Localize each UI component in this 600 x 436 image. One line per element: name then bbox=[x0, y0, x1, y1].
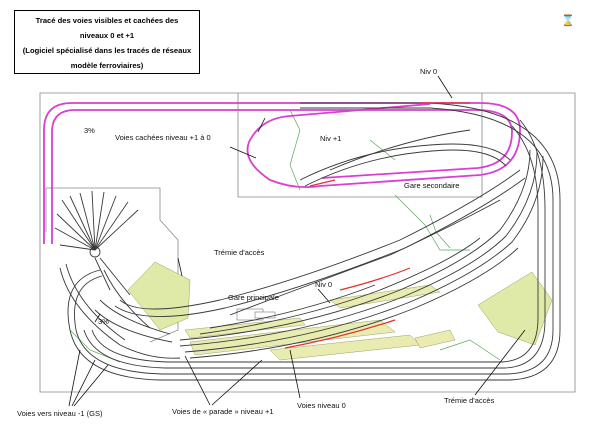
label-gare-secondaire: Gare secondaire bbox=[404, 181, 459, 190]
tremie-right-area bbox=[477, 271, 553, 346]
label-gare-principale: Gare principale bbox=[228, 293, 279, 302]
label-voies-niveau-moins1: Voies vers niveau -1 (GS) bbox=[17, 409, 103, 418]
title-line-1: Tracé des voies visibles et cachées des bbox=[35, 16, 179, 25]
annotation-arrows bbox=[68, 75, 526, 407]
station-platforms bbox=[184, 284, 456, 361]
label-tremie-right: Trémie d'accès bbox=[444, 396, 495, 405]
label-niv-plus1: Niv +1 bbox=[320, 134, 341, 143]
tremie-left-area bbox=[127, 261, 191, 331]
title-line-4: modèle ferroviaires) bbox=[70, 61, 144, 70]
label-niv0-mid: Niv 0 bbox=[315, 280, 332, 289]
label-voies-cachees: Voies cachées niveau +1 à 0 bbox=[115, 133, 211, 142]
label-voies-niveau0: Voies niveau 0 bbox=[297, 401, 346, 410]
label-niv0-top: Niv 0 bbox=[420, 67, 437, 76]
red-tracks bbox=[284, 102, 470, 349]
baseboard-outline bbox=[39, 92, 576, 393]
title-line-3: (Logiciel spécialisé dans les tracés de … bbox=[22, 46, 192, 55]
label-voies-parade: Voies de « parade » niveau +1 bbox=[172, 407, 274, 416]
title-box: Tracé des voies visibles et cachées des … bbox=[14, 10, 200, 74]
title-line-2: niveaux 0 et +1 bbox=[79, 31, 135, 40]
main-tracks bbox=[54, 102, 561, 381]
label-slope-top: 3% bbox=[84, 126, 95, 135]
hidden-tracks bbox=[43, 102, 521, 244]
label-slope-bottom: 3% bbox=[98, 317, 109, 326]
label-tremie-left: Trémie d'accès bbox=[214, 248, 265, 257]
